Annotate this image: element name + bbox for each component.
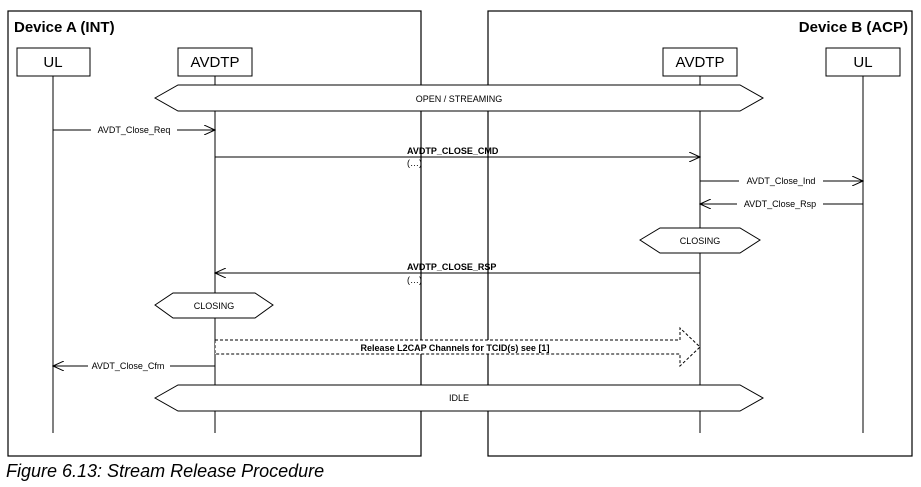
- release-l2cap-label: Release L2CAP Channels for TCID(s) see […: [361, 343, 550, 353]
- msg-close-cfm-label: AVDT_Close_Cfm: [92, 361, 165, 371]
- msg-close-ind-label: AVDT_Close_Ind: [747, 176, 816, 186]
- msg-close-cmd-label: AVDTP_CLOSE_CMD: [407, 146, 499, 156]
- msg-close-cmd-params: (…): [407, 158, 422, 168]
- state-open-streaming: [153, 84, 765, 112]
- msg-close-rsp-msg-params: (…): [407, 275, 422, 285]
- figure-caption: Figure 6.13: Stream Release Procedure: [6, 461, 325, 481]
- entity-a-avdtp-label: AVDTP: [191, 54, 240, 71]
- msg-close-rsp-label-bg: [737, 198, 823, 210]
- state-idle-label: IDLE: [449, 393, 469, 403]
- msg-close-cfm-label-bg: [88, 360, 170, 372]
- device-b-frame: [487, 10, 913, 457]
- entity-b-ul-label: UL: [853, 54, 872, 71]
- entity-b-ul-box: [825, 47, 901, 77]
- release-l2cap-arrow: [214, 326, 701, 368]
- msg-close-ind-label-bg: [739, 175, 823, 187]
- device-a-frame: [7, 10, 422, 457]
- entity-b-avdtp-label: AVDTP: [676, 54, 725, 71]
- entity-a-ul-label: UL: [43, 54, 62, 71]
- msg-close-req-label-bg: [91, 124, 177, 136]
- msg-close-rsp-label: AVDT_Close_Rsp: [744, 199, 816, 209]
- device-b-title: Device B (ACP): [799, 19, 908, 36]
- state-closing-a: [154, 292, 274, 319]
- entity-b-avdtp-box: [662, 47, 738, 77]
- device-a-title: Device A (INT): [14, 19, 115, 36]
- state-closing-b-label: CLOSING: [680, 236, 721, 246]
- entity-a-ul-box: [16, 47, 91, 77]
- state-closing-a-label: CLOSING: [194, 301, 235, 311]
- entity-a-avdtp-box: [177, 47, 253, 77]
- state-open-streaming-label: OPEN / STREAMING: [416, 94, 503, 104]
- msg-close-req-label: AVDT_Close_Req: [98, 125, 171, 135]
- state-idle: [153, 384, 765, 412]
- msg-close-rsp-msg-label: AVDTP_CLOSE_RSP: [407, 262, 496, 272]
- state-closing-b: [639, 227, 761, 254]
- sequence-diagram: Device A (INT) Device B (ACP) UL AVDTP A…: [7, 10, 913, 457]
